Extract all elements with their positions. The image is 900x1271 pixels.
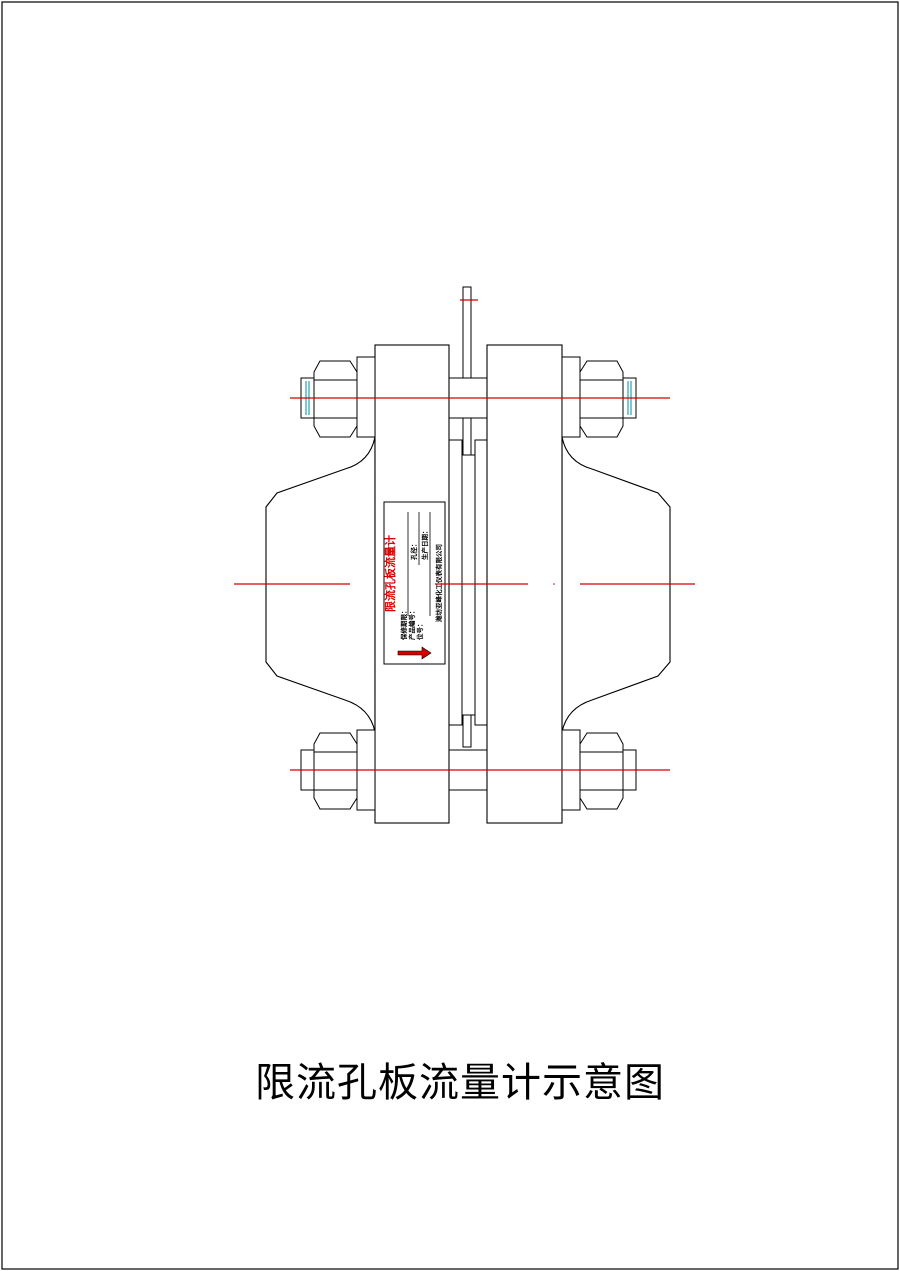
nameplate: 限流孔板流量计 保修期限： 产品编号： 位号： 孔径： 生产日期： 潍坊亚峰化工…	[383, 501, 446, 665]
nameplate-field-date: 生产日期：	[420, 528, 429, 561]
nameplate-field-tag: 位号：	[415, 621, 424, 641]
nameplate-field-warranty: 保修期限：	[399, 608, 408, 642]
center-point	[553, 583, 555, 585]
centerline	[234, 299, 695, 771]
nameplate-manufacturer: 潍坊亚峰化工仪表有限公司	[434, 544, 443, 622]
drawing-title: 限流孔板流量计示意图	[255, 1060, 665, 1106]
flow-arrow-icon	[397, 646, 432, 660]
nameplate-heading: 限流孔板流量计	[383, 535, 397, 612]
nameplate-field-serial: 产品编号：	[407, 608, 416, 641]
nameplate-field-bore: 孔径：	[409, 541, 418, 561]
orifice-plate	[448, 439, 488, 726]
hex-nut	[313, 360, 624, 810]
